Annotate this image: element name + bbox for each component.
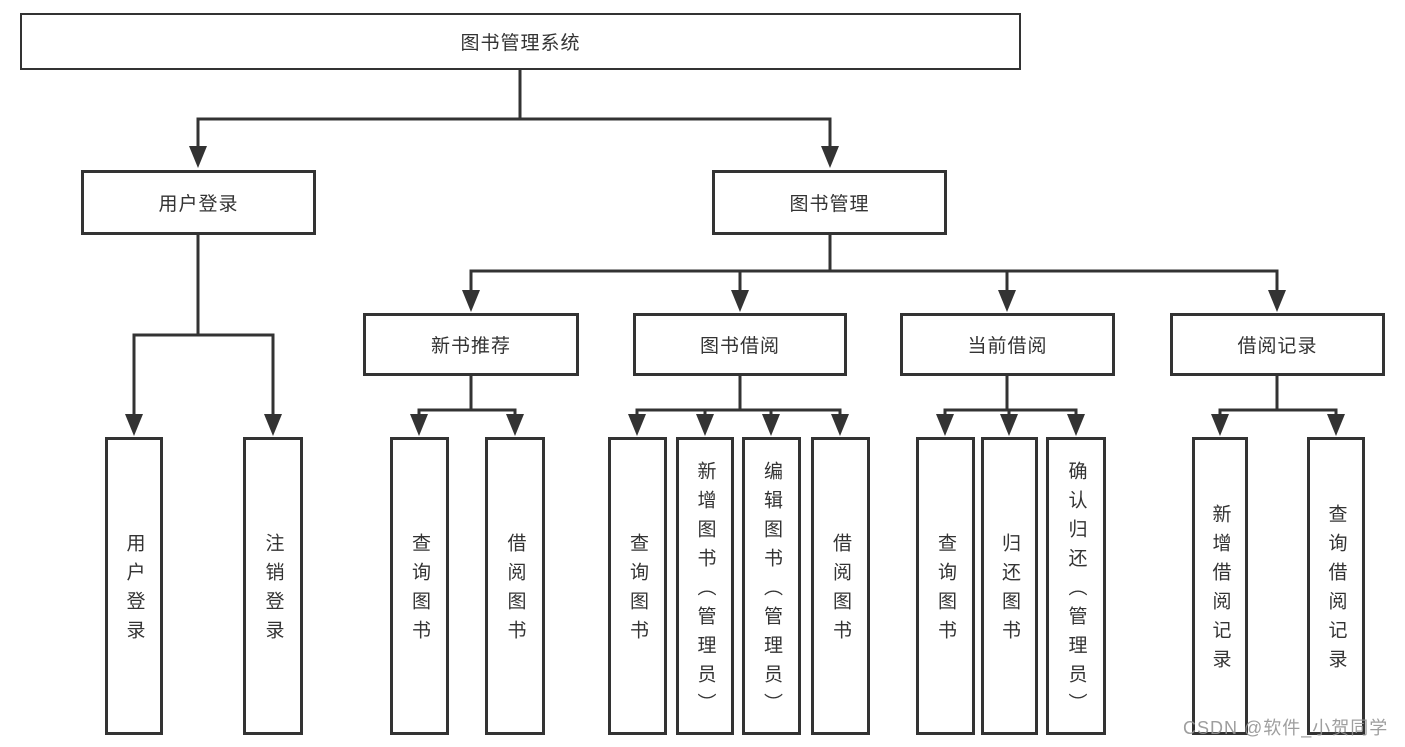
node-label: 新增图书（管理员）	[694, 460, 716, 722]
node-label: 查询图书	[627, 533, 648, 649]
node-label: 图书借阅	[699, 336, 780, 357]
node-label: 归还图书	[999, 533, 1020, 649]
node-logout: 注销登录	[243, 437, 303, 735]
node-borrow-books-1: 借阅图书	[485, 437, 545, 735]
watermark-text: CSDN @软件_小贺同学	[1183, 718, 1389, 738]
node-book-borrow: 图书借阅	[633, 313, 847, 376]
node-borrow-record: 借阅记录	[1170, 313, 1385, 376]
node-label: 用户登录	[123, 533, 145, 649]
node-confirm-return-admin: 确认归还（管理员）	[1046, 437, 1106, 735]
node-edit-books-admin: 编辑图书（管理员）	[742, 437, 801, 735]
node-label: 借阅图书	[504, 533, 526, 649]
node-add-borrow-record: 新增借阅记录	[1192, 437, 1248, 735]
node-label: 查询图书	[935, 533, 956, 649]
node-label: 借阅记录	[1237, 336, 1318, 357]
node-return-books: 归还图书	[981, 437, 1038, 735]
node-label: 用户登录	[158, 194, 239, 215]
node-query-borrow-record: 查询借阅记录	[1307, 437, 1365, 735]
node-user-login: 用户登录	[81, 170, 316, 235]
node-library-management-system: 图书管理系统	[20, 13, 1021, 70]
node-label: 确认归还（管理员）	[1065, 460, 1087, 722]
node-book-management: 图书管理	[712, 170, 947, 235]
node-label: 图书管理	[789, 194, 870, 215]
node-add-books-admin: 新增图书（管理员）	[676, 437, 734, 735]
node-query-books-1: 查询图书	[390, 437, 449, 735]
node-query-books-2: 查询图书	[608, 437, 667, 735]
node-borrow-books-2: 借阅图书	[811, 437, 870, 735]
node-label: 编辑图书（管理员）	[761, 460, 782, 722]
node-label: 新增借阅记录	[1209, 504, 1231, 678]
node-label: 借阅图书	[830, 533, 851, 649]
node-current-borrow: 当前借阅	[900, 313, 1115, 376]
node-label: 当前借阅	[967, 336, 1048, 357]
node-label: 图书管理系统	[460, 33, 581, 54]
node-user-login-leaf: 用户登录	[105, 437, 163, 735]
node-query-books-3: 查询图书	[916, 437, 975, 735]
node-label: 查询图书	[409, 533, 430, 649]
node-label: 新书推荐	[430, 336, 511, 357]
arrowhead-icons	[125, 146, 1345, 436]
node-label: 查询借阅记录	[1325, 504, 1347, 678]
node-label: 注销登录	[262, 533, 284, 649]
node-new-book-recommend: 新书推荐	[363, 313, 579, 376]
